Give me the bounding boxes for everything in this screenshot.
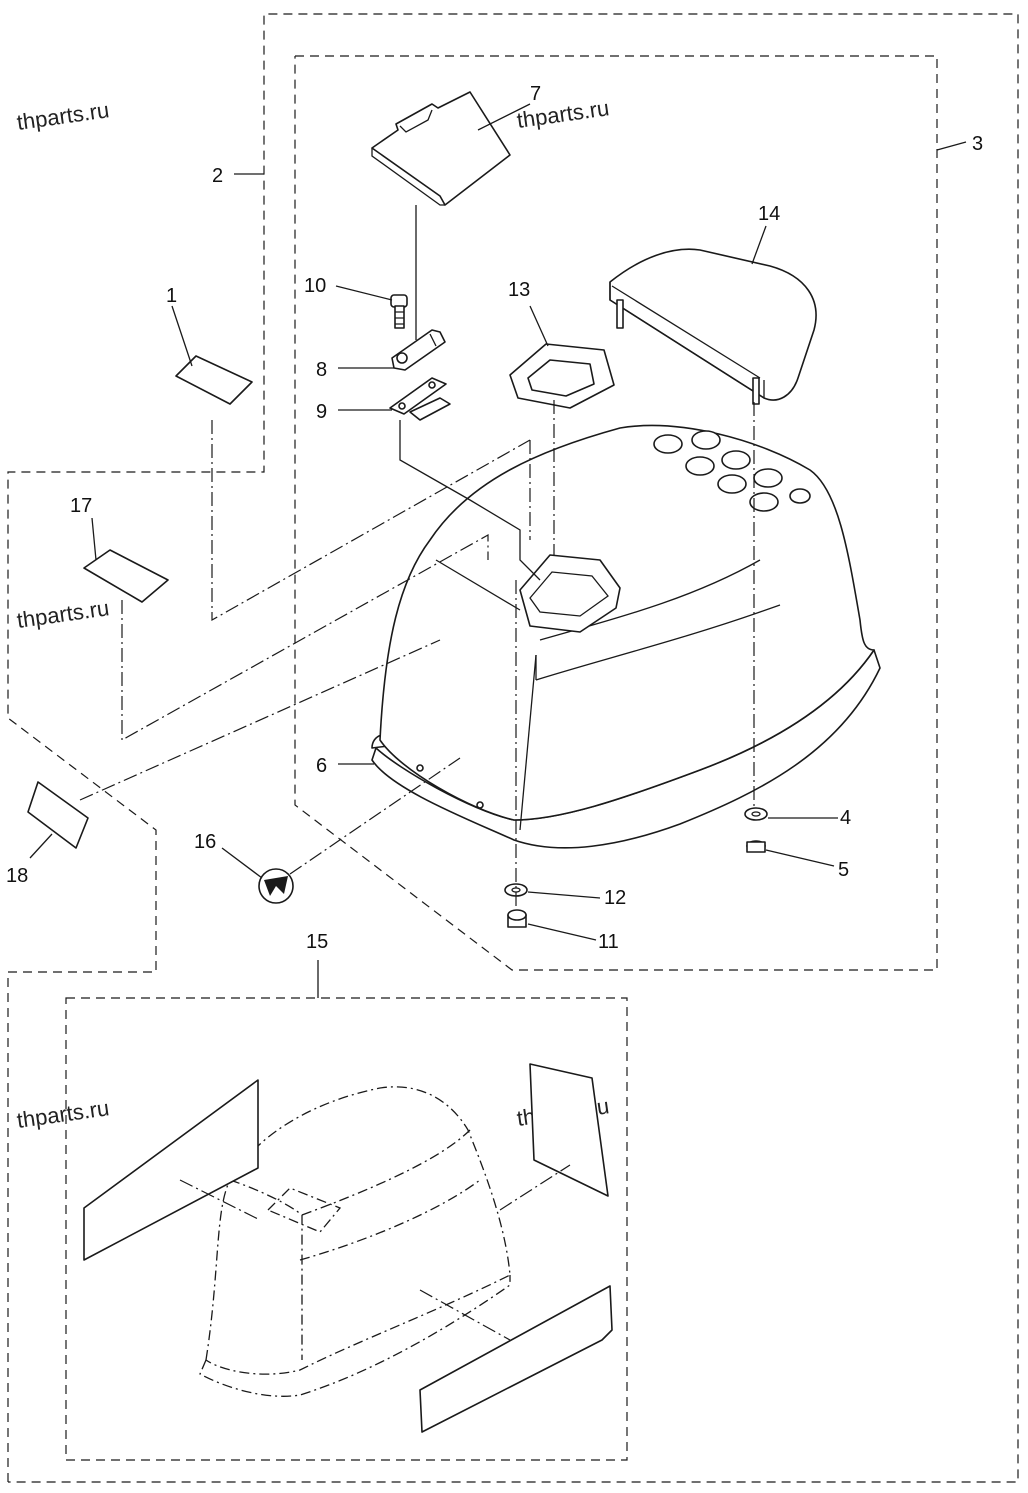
part-10-bolt xyxy=(390,294,408,329)
callout-6: 6 xyxy=(316,755,327,777)
callout-8: 8 xyxy=(316,359,327,381)
boundary-group-2 xyxy=(7,13,1019,1483)
watermark-text: thparts.ru xyxy=(15,595,111,633)
part-8-bracket xyxy=(391,329,446,371)
callout-18: 18 xyxy=(6,865,28,887)
part-16-emblem xyxy=(258,868,294,904)
callout-labels: 1 2 3 4 5 6 7 8 9 10 11 12 13 14 15 16 1… xyxy=(6,83,983,953)
callout-13: 13 xyxy=(508,279,530,301)
callout-7: 7 xyxy=(530,83,541,105)
callout-12: 12 xyxy=(604,887,626,909)
callout-9: 9 xyxy=(316,401,327,423)
part-1-decal xyxy=(175,355,253,405)
callout-11: 11 xyxy=(598,931,619,953)
callout-1: 1 xyxy=(166,285,177,307)
part-18-decal xyxy=(27,781,89,849)
part-6-top-cowling xyxy=(371,424,881,849)
callout-15: 15 xyxy=(306,931,328,953)
callout-2: 2 xyxy=(212,165,223,187)
part-15-decal-kit xyxy=(83,1063,613,1433)
boundary-group-3 xyxy=(294,55,938,971)
watermark-text: thparts.ru xyxy=(15,97,111,135)
part-13-grommet xyxy=(509,343,615,409)
group-boundaries xyxy=(7,13,1019,1483)
callout-10: 10 xyxy=(304,275,326,297)
part-9-plate xyxy=(389,377,451,421)
callout-5: 5 xyxy=(838,859,849,881)
part-14-top-cover xyxy=(609,248,817,405)
cowling-port-tubes xyxy=(653,430,811,512)
part-17-decal xyxy=(83,549,169,603)
assembly-lines xyxy=(79,205,755,910)
leader-lines xyxy=(29,103,967,998)
part-5-nut xyxy=(746,840,766,853)
part-11-nut xyxy=(507,909,527,928)
callout-17: 17 xyxy=(70,495,92,517)
part-4-washer xyxy=(744,807,768,821)
callout-16: 16 xyxy=(194,831,216,853)
callout-4: 4 xyxy=(840,807,851,829)
watermark-text: thparts.ru xyxy=(15,1095,111,1133)
boundary-group-15 xyxy=(65,997,628,1461)
callout-14: 14 xyxy=(758,203,780,225)
callout-3: 3 xyxy=(972,133,983,155)
part-7-cover-plate xyxy=(371,91,511,206)
